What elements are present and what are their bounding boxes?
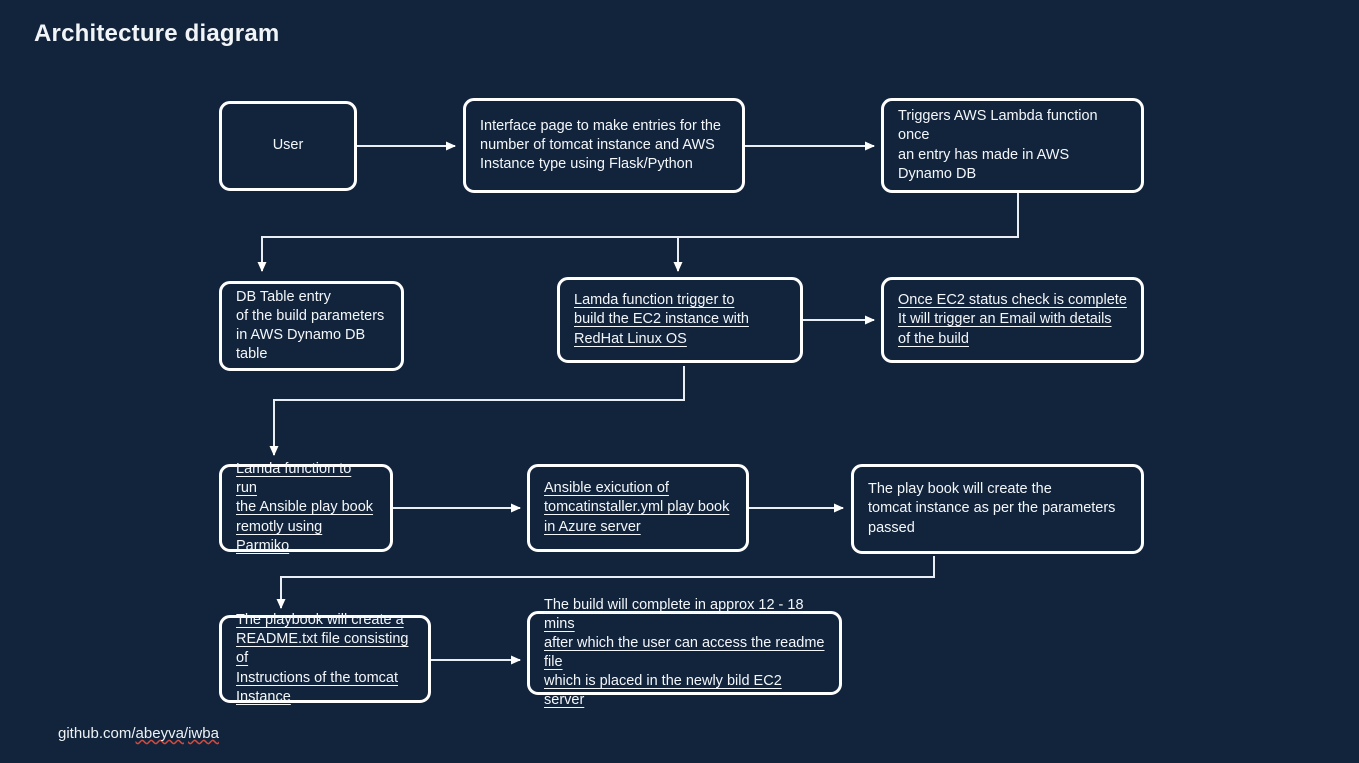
node-trigger-lambda[interactable]: Triggers AWS Lambda function once an ent… <box>881 98 1144 193</box>
node-build-complete[interactable]: The build will complete in approx 12 - 1… <box>527 597 842 708</box>
node-interface-page-label: Interface page to make entries for the n… <box>480 117 721 173</box>
node-build-complete-label: The build will complete in approx 12 - 1… <box>544 596 825 709</box>
node-user[interactable]: User <box>219 101 357 191</box>
node-lambda-run-ansible-label: Lamda function to run the Ansible play b… <box>236 461 374 554</box>
node-lambda-run-ansible[interactable]: Lamda function to run the Ansible play b… <box>219 461 393 554</box>
node-ansible-execution-label: Ansible exicution of tomcatinstaller.yml… <box>544 480 730 535</box>
node-db-table-entry-label: DB Table entry of the build parameters i… <box>236 288 385 363</box>
node-lambda-build-ec2[interactable]: Lamda function trigger to build the EC2 … <box>557 277 803 363</box>
node-lambda-build-ec2-label: Lamda function trigger to build the EC2 … <box>574 292 749 347</box>
node-ec2-status-email-label: Once EC2 status check is complete It wil… <box>898 292 1127 347</box>
node-playbook-creates-tomcat[interactable]: The play book will create the tomcat ins… <box>851 464 1144 554</box>
node-playbook-creates-tomcat-label: The play book will create the tomcat ins… <box>868 481 1116 536</box>
node-playbook-readme-label: The playbook will create a README.txt fi… <box>236 612 409 705</box>
footer-prefix: github.com/ <box>58 725 136 742</box>
connector-lambdabuild-to-lambdarun <box>269 366 685 456</box>
connector-trigger-to-dbtable <box>257 190 1019 272</box>
footer-repo: iwba <box>188 725 219 742</box>
page-title: Architecture diagram <box>34 20 280 47</box>
node-ec2-status-email[interactable]: Once EC2 status check is complete It wil… <box>881 277 1144 363</box>
footer-repo-link[interactable]: github.com/abeyva/iwba <box>58 725 219 742</box>
node-db-table-entry[interactable]: DB Table entry of the build parameters i… <box>219 281 404 371</box>
footer-separator: / <box>183 725 189 742</box>
node-trigger-lambda-label: Triggers AWS Lambda function once an ent… <box>898 108 1098 182</box>
node-user-label: User <box>272 137 304 154</box>
node-interface-page[interactable]: Interface page to make entries for the n… <box>463 98 745 193</box>
node-ansible-execution[interactable]: Ansible exicution of tomcatinstaller.yml… <box>527 464 749 552</box>
footer-user: abeyva <box>135 725 184 742</box>
node-playbook-readme[interactable]: The playbook will create a README.txt fi… <box>219 612 431 705</box>
